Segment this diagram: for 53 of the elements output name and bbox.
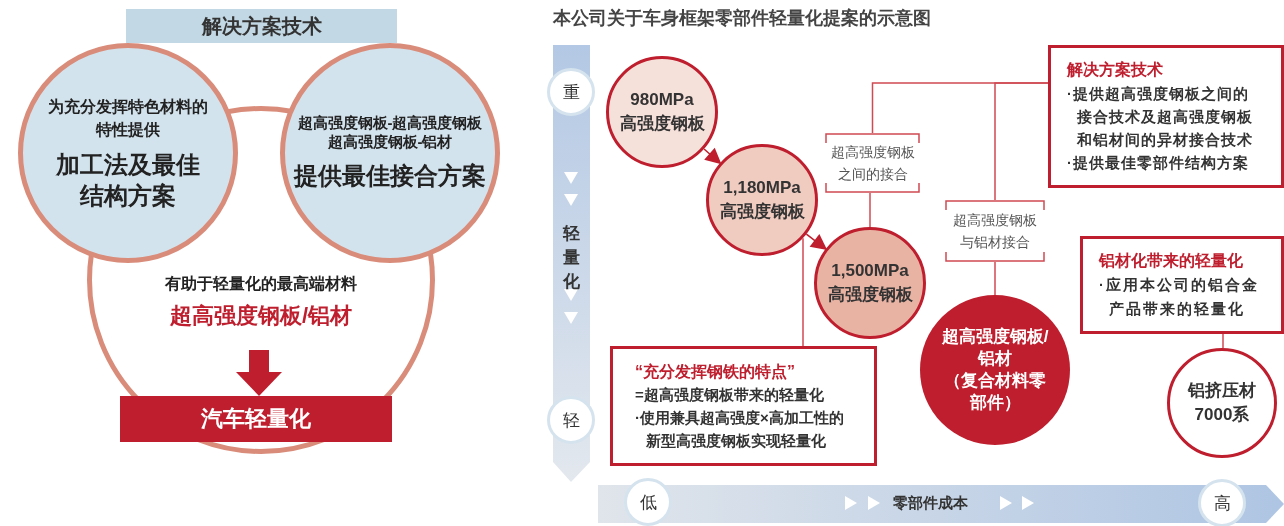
- box-heading: 铝材化带来的轻量化: [1099, 251, 1244, 272]
- band-heading: 解决方案技术: [201, 13, 322, 39]
- callout-box: [1048, 45, 1284, 188]
- diagram-title: 本公司关于车身框架零部件轻量化提案的示意图: [553, 7, 931, 30]
- steel-grade-circle: [814, 227, 926, 339]
- circle-text: 有助于轻量化的最高端材料: [165, 274, 357, 294]
- circle-text: 加工法及最佳结构方案: [54, 150, 201, 212]
- circle-text: 980MPa 高强度钢板: [618, 89, 706, 135]
- box-text: 超高强度钢板之间的接合: [829, 142, 916, 184]
- scale-marker: 低: [624, 478, 672, 526]
- circle-text: 超高强度钢板/铝材: [940, 325, 1050, 370]
- scale-marker: 高: [1198, 479, 1246, 526]
- callout-box: [1080, 236, 1284, 334]
- joining-label-box: [825, 133, 920, 193]
- bullet-text: =超高强度钢板带来的轻量化: [635, 384, 825, 405]
- axis-title: 零部件成本: [893, 494, 968, 513]
- circle-text: 铝挤压材7000系: [1186, 380, 1257, 426]
- box-heading: 解决方案技术: [1067, 59, 1164, 80]
- leader-line: [802, 237, 804, 347]
- bullet-text: ·使用兼具超高强度×高加工性的新型高强度钢板实现轻量化: [635, 407, 845, 452]
- circle-text: 1,500MPa 高强度钢板: [826, 260, 914, 306]
- step-arrow: [703, 147, 722, 165]
- callout-box: [610, 346, 877, 466]
- connector-line: [869, 192, 871, 228]
- circle-text: 为充分发挥特色材料的特性提供: [47, 96, 209, 140]
- circle-text: 超高强度钢板/铝材: [169, 302, 353, 330]
- box-text: 汽车轻量化: [201, 405, 311, 433]
- circle-text: （复合材料零部件）: [943, 370, 1047, 415]
- circle-text: 超高强度钢板-超高强度钢板: [297, 114, 483, 133]
- scale-marker: 轻: [547, 396, 595, 444]
- connector-line: [1222, 333, 1224, 349]
- composite-part-circle: [920, 295, 1070, 445]
- steel-grade-circle: [706, 144, 818, 256]
- bullet-text: ·提供超高强度钢板之间的接合技术及超高强度钢板和铝材间的异材接合技术: [1067, 84, 1255, 150]
- circle-text: 提供最佳接合方案: [294, 161, 486, 191]
- solution-circle: [280, 43, 500, 263]
- box-heading: “充分发挥钢铁的特点”: [635, 361, 796, 382]
- header-band: [126, 9, 397, 43]
- extrusion-circle: [1167, 348, 1277, 458]
- connector-line: [994, 261, 996, 296]
- circle-text: 超高强度钢板-铝材: [327, 133, 453, 152]
- step-arrow: [805, 233, 828, 251]
- connector-line: [994, 82, 1049, 201]
- solution-circle: [18, 43, 238, 263]
- bullet-text: ·提供最佳零部件结构方案: [1067, 154, 1250, 174]
- circle-text: 1,180MPa 高强度钢板: [718, 177, 806, 223]
- scale-marker: 重: [547, 68, 595, 116]
- block-arrow: [236, 350, 282, 396]
- joining-label-box: [945, 200, 1045, 262]
- box-text: 超高强度钢板与铝材接合: [952, 210, 1038, 252]
- bullet-text: ·应用本公司的铝合金产品带来的轻量化: [1099, 276, 1260, 319]
- steel-grade-circle: [606, 56, 718, 168]
- axis-title: 轻量化: [562, 223, 580, 293]
